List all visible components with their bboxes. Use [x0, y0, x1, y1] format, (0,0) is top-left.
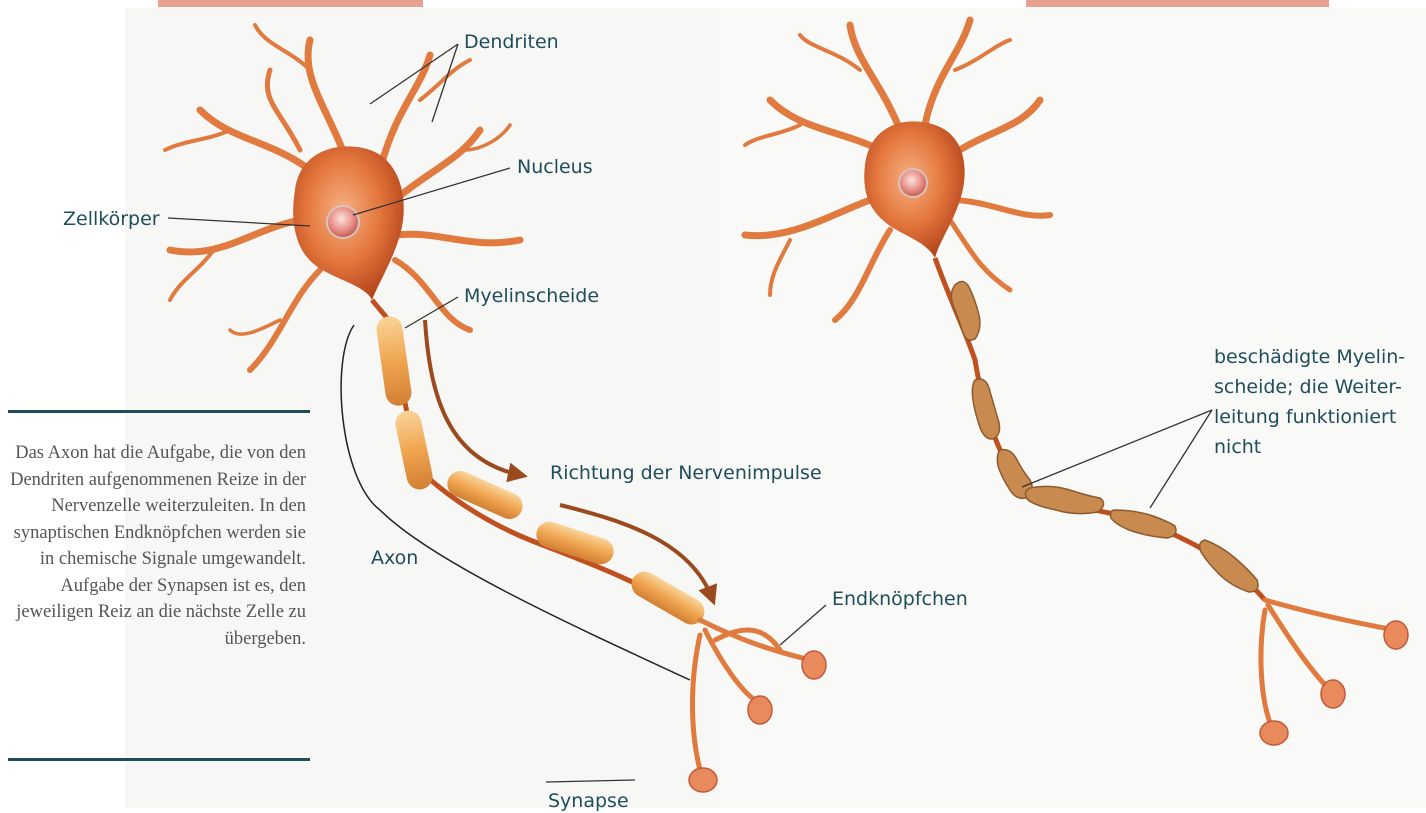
label-myelinscheide: Myelinscheide: [464, 284, 599, 308]
label-synapse: Synapse: [548, 789, 629, 813]
label-zellkoerper: Zellkörper: [63, 207, 160, 231]
label-dendriten: Dendriten: [464, 30, 559, 54]
label-damaged-myelin: beschädigte Myelin-scheide; die Weiter-l…: [1214, 342, 1419, 462]
label-axon: Axon: [371, 546, 418, 570]
sidebar-bottom-rule: [8, 758, 310, 761]
nucleus: [327, 206, 359, 238]
nucleus-damaged: [899, 169, 927, 197]
label-richtung: Richtung der Nervenimpulse: [550, 461, 822, 485]
sidebar-top-rule: [8, 410, 310, 413]
label-endknoepfchen: Endknöpfchen: [832, 587, 968, 611]
sidebar-description: Das Axon hat die Aufgabe, die von den De…: [0, 440, 306, 652]
label-nucleus: Nucleus: [517, 155, 593, 179]
